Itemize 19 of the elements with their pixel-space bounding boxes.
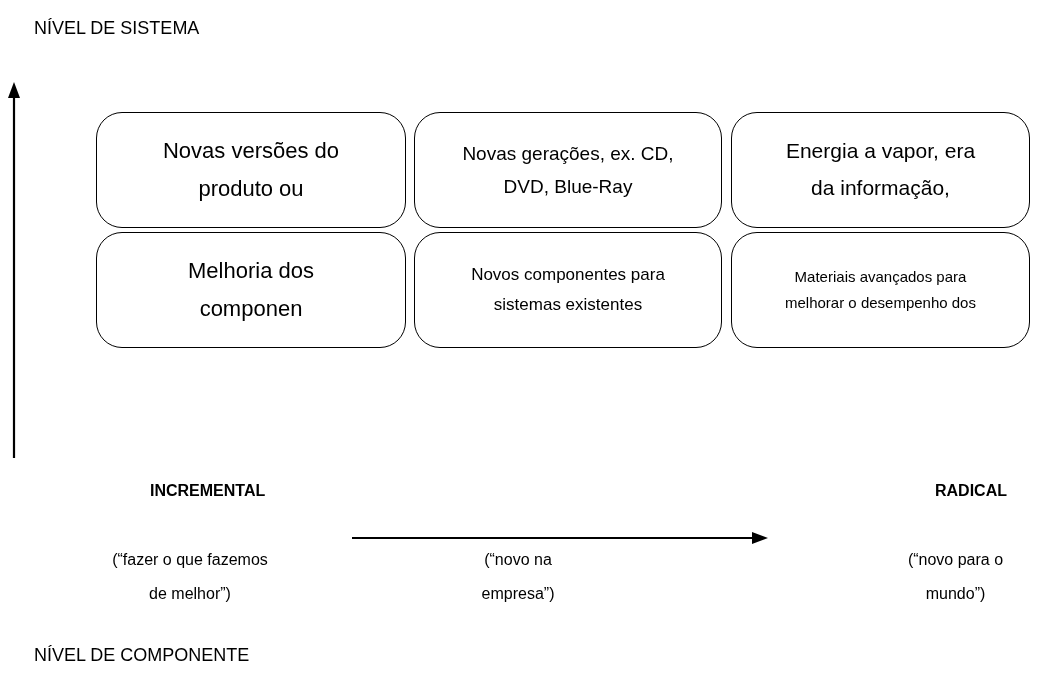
axis-note: (“novo na empresa”) xyxy=(480,550,556,604)
box-text: Novos componentes para sistemas existentes xyxy=(470,264,666,316)
axis-note: (“fazer o que fazemos de melhor”) xyxy=(111,550,269,604)
box-text: Novas versões do produto ou xyxy=(161,136,341,203)
axis-label: INCREMENTAL xyxy=(150,482,266,500)
rounded-box xyxy=(96,112,406,228)
box-text: Melhoria dos componen xyxy=(187,256,315,323)
rounded-box xyxy=(731,232,1030,348)
rounded-box xyxy=(96,232,406,348)
rounded-box xyxy=(731,112,1030,228)
box-text: Energia a vapor, era da informação, xyxy=(784,138,977,201)
box-text: Materiais avançados para melhorar o desempenho dos xyxy=(784,266,977,313)
axis-title: NÍVEL DE COMPONENTE xyxy=(34,645,250,666)
axis-note: (“novo para o mundo”) xyxy=(906,550,1005,604)
axis-label: RADICAL xyxy=(935,482,1007,500)
box-text: Novas gerações, ex. CD, DVD, Blue-Ray xyxy=(461,141,675,199)
rounded-box xyxy=(414,232,722,348)
rounded-box xyxy=(414,112,722,228)
axis-title: NÍVEL DE SISTEMA xyxy=(34,18,200,39)
